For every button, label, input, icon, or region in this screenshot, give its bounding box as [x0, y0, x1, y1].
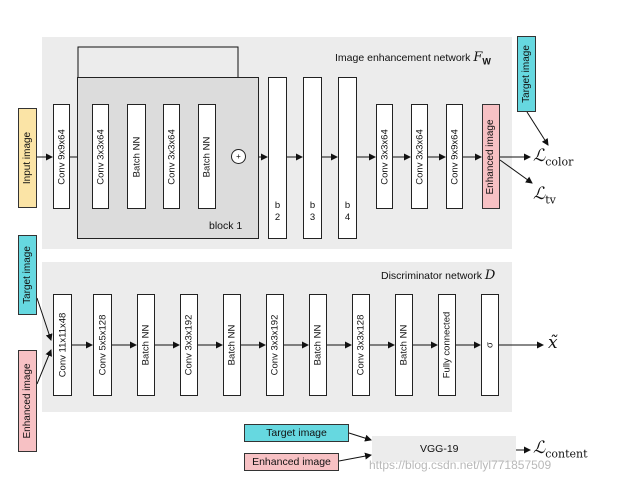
disc-layer-label: Batch NN — [226, 324, 238, 366]
disc-layer-label: Conv 5x5x128 — [96, 314, 108, 376]
disc-layer-conv-5x5x128: Conv 5x5x128 — [93, 294, 112, 396]
input-image-tag: Input image — [18, 108, 37, 208]
disc-layer-batch-nn-a: Batch NN — [137, 294, 155, 396]
disc-layer-label: Conv 11x11x48 — [56, 312, 68, 378]
disc-layer-conv-3x3x128: Conv 3x3x128 — [352, 294, 370, 396]
disc-layer-label: Batch NN — [398, 324, 410, 366]
enh-layer-conv-3x3x64-a: Conv 3x3x64 — [92, 104, 109, 209]
loss-content-symbol: ℒ — [533, 438, 546, 458]
loss-tv-sub: tv — [545, 193, 556, 207]
loss-content: ℒcontent — [533, 438, 588, 460]
block-letter: b — [309, 200, 316, 211]
enhancement-title-symbol: F — [473, 50, 483, 65]
vgg-panel — [372, 436, 516, 462]
enh-layer-batch-nn-a: Batch NN — [127, 104, 146, 209]
loss-content-sub: content — [545, 447, 588, 461]
enh-target-image-tag: Target image — [517, 36, 536, 112]
disc-layer-sigmoid: σ — [481, 294, 499, 396]
disc-layer-batch-nn-d: Batch NN — [395, 294, 413, 396]
vgg-enhanced-image-label: Enhanced image — [252, 456, 331, 468]
disc-layer-conv-11x11x48: Conv 11x11x48 — [53, 294, 72, 396]
enh-block-4: b 4 — [338, 77, 357, 239]
enh-block-2: b 2 — [268, 77, 287, 239]
disc-target-image-label: Target image — [21, 246, 33, 304]
disc-layer-label: Batch NN — [312, 324, 324, 366]
enh-layer-conv-9x9x64-out: Conv 9x9x64 — [446, 104, 463, 209]
sum-node: + — [231, 149, 246, 164]
vgg-19-label: VGG-19 — [420, 443, 459, 455]
block-number: 3 — [309, 212, 316, 223]
block-number: 4 — [344, 212, 351, 223]
block-letter: b — [274, 200, 281, 211]
enh-target-image-label: Target image — [520, 45, 532, 103]
enh-layer-conv-3x3x64-b: Conv 3x3x64 — [163, 104, 180, 209]
enh-layer-batch-nn-b: Batch NN — [198, 104, 216, 209]
disc-layer-batch-nn-c: Batch NN — [309, 294, 327, 396]
disc-layer-label: Conv 3x3x192 — [183, 314, 195, 376]
enh-layer-label: Conv 3x3x64 — [378, 128, 390, 185]
loss-tv-symbol: ℒ — [533, 184, 546, 204]
disc-layer-batch-nn-b: Batch NN — [223, 294, 241, 396]
disc-layer-conv-3x3x192-a: Conv 3x3x192 — [180, 294, 198, 396]
watermark: https://blog.csdn.net/lyl771857509 — [369, 458, 552, 472]
enhancement-title-symbol-sub: W — [482, 56, 491, 67]
disc-layer-label: σ — [484, 342, 496, 348]
sum-node-symbol: + — [236, 151, 241, 161]
enh-layer-conv-9x9x64-in: Conv 9x9x64 — [53, 104, 70, 209]
disc-layer-fully-connected: Fully connected — [438, 294, 456, 396]
enhancement-network-title: Image enhancement network FW — [335, 50, 491, 67]
enh-layer-label: Conv 9x9x64 — [448, 128, 460, 185]
vgg-target-image-tag: Target image — [244, 424, 349, 442]
disc-layer-conv-3x3x192-b: Conv 3x3x192 — [266, 294, 284, 396]
block-1-label: block 1 — [209, 220, 243, 232]
loss-color-symbol: ℒ — [533, 146, 546, 166]
enh-layer-conv-3x3x64-d: Conv 3x3x64 — [411, 104, 428, 209]
block-number: 2 — [274, 212, 281, 223]
enh-layer-label: Conv 3x3x64 — [165, 128, 177, 185]
discriminator-network-title: Discriminator network D — [381, 268, 495, 283]
disc-layer-label: Batch NN — [140, 324, 152, 366]
disc-layer-label: Conv 3x3x128 — [355, 314, 367, 376]
enh-layer-conv-3x3x64-c: Conv 3x3x64 — [376, 104, 393, 209]
loss-color-sub: color — [545, 155, 574, 169]
discriminator-output: x̃ — [548, 333, 558, 353]
disc-enhanced-image-tag: Enhanced image — [18, 350, 37, 452]
vgg-enhanced-image-tag: Enhanced image — [244, 453, 339, 471]
input-image-label: Input image — [21, 131, 33, 185]
enh-layer-label: Batch NN — [201, 136, 213, 177]
enhanced-image-label: Enhanced image — [485, 118, 496, 195]
loss-color: ℒcolor — [533, 146, 573, 168]
loss-tv: ℒtv — [533, 184, 556, 206]
vgg-target-image-label: Target image — [266, 427, 327, 439]
enh-block-3: b 3 — [303, 77, 322, 239]
enh-layer-label: Conv 3x3x64 — [413, 128, 425, 185]
enh-layer-label: Conv 3x3x64 — [94, 128, 106, 185]
enh-layer-label: Conv 9x9x64 — [55, 128, 67, 185]
block-letter: b — [344, 200, 351, 211]
disc-layer-label: Fully connected — [441, 311, 453, 379]
discriminator-title-symbol: D — [484, 268, 496, 283]
disc-layer-label: Conv 3x3x192 — [269, 314, 281, 376]
enh-layer-label: Batch NN — [130, 136, 142, 177]
disc-target-image-tag: Target image — [18, 235, 37, 315]
disc-enhanced-image-label: Enhanced image — [21, 363, 33, 439]
discriminator-title-text: Discriminator network — [381, 270, 482, 282]
enhanced-image-tag: Enhanced image — [482, 104, 500, 209]
enhancement-title-text: Image enhancement network — [335, 52, 471, 64]
